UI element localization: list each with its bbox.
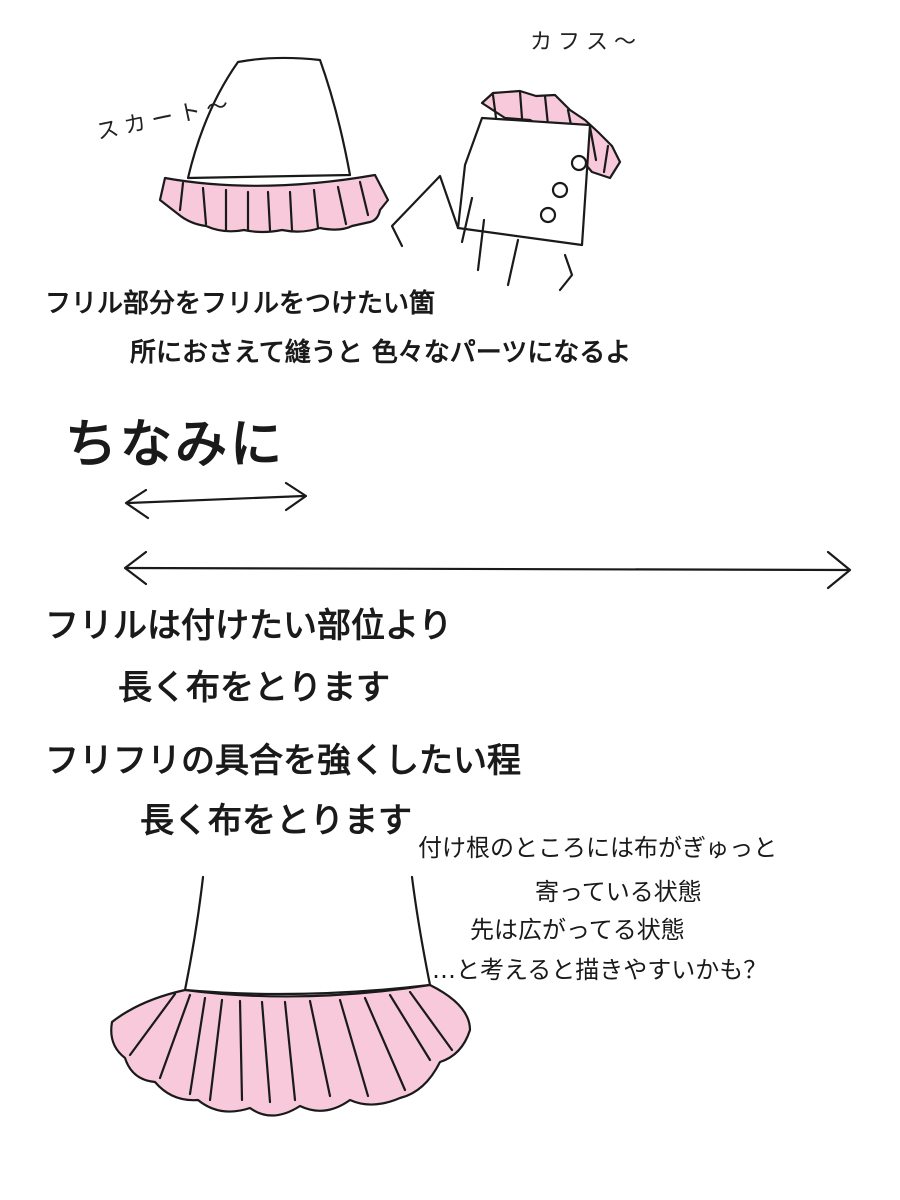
skirt-frill	[158, 173, 390, 234]
skirt-drawing	[158, 56, 390, 234]
button-icon	[551, 181, 569, 199]
cuff-band	[456, 116, 592, 247]
note-line-2: 寄っている状態	[535, 878, 702, 906]
intro-line-1: フリル部分をフリルをつけたい箇	[45, 289, 436, 319]
button-icon	[539, 206, 557, 224]
heading-by-the-way: ちなみに	[65, 415, 286, 475]
explain-line-3: フリフリの具合を強くしたい程	[45, 741, 521, 781]
long-arrow	[123, 550, 852, 590]
short-arrow	[124, 481, 308, 520]
cuffs-label: カフス〜	[530, 30, 643, 55]
note-line-4: …と考えると描きやすいかも？	[432, 956, 768, 984]
explain-line-1: フリルは付けたい部位より	[45, 606, 453, 646]
intro-line-2: 所におさえて縫うと 色々なパーツになるよ	[130, 338, 632, 368]
explain-line-2: 長く布をとります	[118, 668, 390, 708]
cuff-drawing	[390, 89, 622, 292]
note-line-1: 付け根のところには布がぎゅっと	[418, 834, 778, 862]
note-line-3: 先は広がってる状態	[470, 916, 685, 944]
explain-line-4: 長く布をとります	[140, 801, 412, 841]
button-icon	[570, 154, 588, 172]
frill-skirt-drawing	[110, 875, 472, 1117]
